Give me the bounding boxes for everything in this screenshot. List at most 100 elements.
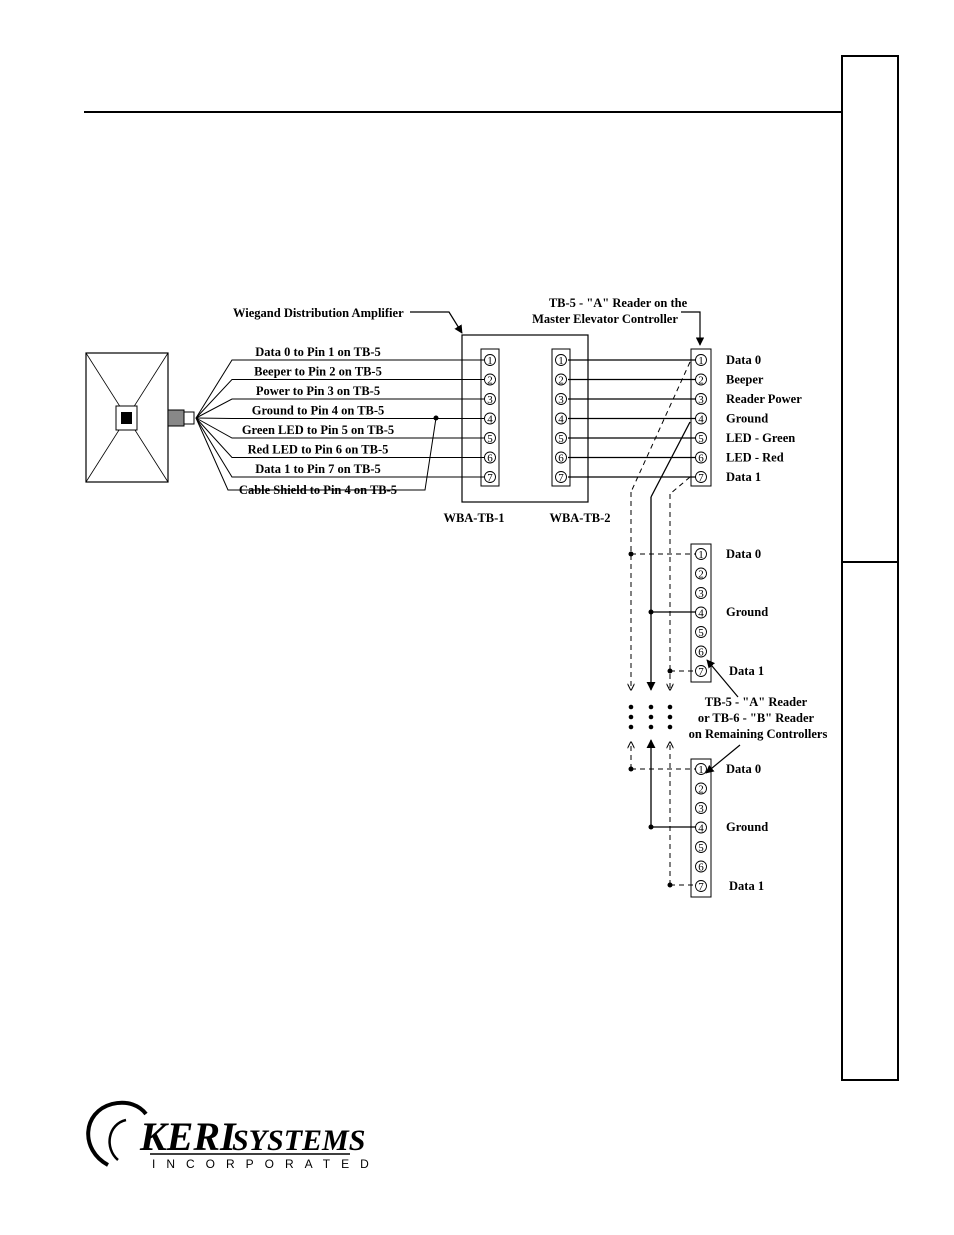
remote2-pin-ring xyxy=(695,880,707,892)
remote2-pin-ring xyxy=(695,802,707,814)
tb1-pin: 5 xyxy=(487,433,493,445)
master-pin-label: Data 0 xyxy=(726,353,761,367)
remote-pin-label-data1: Data 1 xyxy=(729,879,764,893)
logo-subtitle: INCORPORATED xyxy=(152,1157,380,1171)
master-pin: 6 xyxy=(698,453,704,465)
remaining-label-line1: TB-5 - "A" Reader xyxy=(705,695,808,709)
tb2-pin-ring xyxy=(555,471,567,483)
data1-trunk xyxy=(668,476,697,888)
logo-brand-systems: SYSTEMS xyxy=(232,1124,365,1157)
cable-wire xyxy=(195,398,484,419)
tb1-pin: 4 xyxy=(487,414,493,426)
cable-wire xyxy=(195,379,484,419)
remaining-label-line2: or TB-6 - "B" Reader xyxy=(698,711,815,725)
master-pin-label: Beeper xyxy=(726,373,764,387)
master-pin-ring xyxy=(695,432,707,444)
keri-systems-logo: KERI SYSTEMS INCORPORATED xyxy=(86,1100,380,1171)
logo-inner-swoosh-icon xyxy=(108,1118,127,1161)
master-pin-ring xyxy=(695,373,707,386)
cable-wire xyxy=(195,417,484,478)
remote-pin-label-data0: Data 0 xyxy=(726,547,761,561)
remote2-pin: 4 xyxy=(698,823,704,835)
remote2-pin-ring xyxy=(695,821,707,834)
ground-trunk xyxy=(646,421,697,830)
master-pin-ring xyxy=(695,451,707,464)
cable-label: Power to Pin 3 on TB-5 xyxy=(256,384,380,398)
master-pin-ring xyxy=(695,393,707,405)
logo-brand-keri: KERI xyxy=(139,1114,237,1159)
remote1-pin-ring xyxy=(695,567,707,580)
cable-label: Cable Shield to Pin 4 on TB-5 xyxy=(239,483,397,497)
tb1-pin-ring xyxy=(484,471,496,483)
remote1-pin-ring xyxy=(695,606,707,619)
remote2-pin-ring xyxy=(695,841,707,853)
remote2-pin: 2 xyxy=(698,784,704,796)
tb1-pin-ring xyxy=(484,393,496,405)
cable-wire xyxy=(195,417,484,419)
tb1-pin: 7 xyxy=(487,472,493,484)
remote1-pin-ring xyxy=(695,665,707,677)
master-pin: 3 xyxy=(698,394,704,406)
master-terminal-block xyxy=(690,348,712,487)
remote1-pin-ring xyxy=(695,548,707,560)
shield-junction xyxy=(433,415,439,421)
cable-label: Data 1 to Pin 7 on TB-5 xyxy=(255,462,380,476)
tb2-pin-ring xyxy=(555,393,567,405)
remote2-pin: 3 xyxy=(698,803,704,815)
cable-label: Green LED to Pin 5 on TB-5 xyxy=(242,423,394,437)
tb1-label: WBA-TB-1 xyxy=(443,511,504,525)
master-pin-label: Data 1 xyxy=(726,470,761,484)
tb2-pin: 7 xyxy=(558,472,564,484)
master-callout-arrow xyxy=(681,311,705,346)
cable-label: Data 0 to Pin 1 on TB-5 xyxy=(255,345,380,359)
remote1-pin: 1 xyxy=(698,549,704,561)
amplifier-callout-arrow xyxy=(410,311,463,334)
remote2-pin-ring xyxy=(695,860,707,873)
tb2-pin: 4 xyxy=(558,414,564,426)
remote2-pin-ring xyxy=(695,782,707,795)
master-pin-label: LED - Red xyxy=(726,451,784,465)
amplifier-label: Wiegand Distribution Amplifier xyxy=(233,306,404,320)
master-pin-label: Reader Power xyxy=(726,392,802,406)
tb2-pin-ring xyxy=(555,354,567,366)
remote-terminal-block-1 xyxy=(690,543,712,683)
tb2-pin: 2 xyxy=(558,375,564,387)
tb2-label: WBA-TB-2 xyxy=(549,511,610,525)
remote-terminal-block-2 xyxy=(690,758,712,898)
remote1-pin-ring xyxy=(695,626,707,638)
master-pin: 7 xyxy=(698,472,704,484)
remaining-label-line3: on Remaining Controllers xyxy=(689,727,828,741)
tb1-pin-ring xyxy=(484,451,496,464)
continuation-dots xyxy=(628,704,673,730)
master-pin: 1 xyxy=(698,355,704,367)
cable-wire xyxy=(195,417,484,458)
master-pin-label: LED - Green xyxy=(726,431,795,445)
master-pin-ring xyxy=(695,354,707,366)
tb1-pin: 1 xyxy=(487,355,493,367)
logo-swoosh-icon xyxy=(86,1100,148,1167)
remote2-pin: 7 xyxy=(698,881,704,893)
remote1-pin: 6 xyxy=(698,647,704,659)
remaining-callout-arrow-1 xyxy=(706,659,739,698)
master-pin: 5 xyxy=(698,433,704,445)
master-pin: 4 xyxy=(698,414,704,426)
remote1-pin: 3 xyxy=(698,588,704,600)
data0-trunk xyxy=(629,361,697,772)
tb2-pin-ring xyxy=(555,432,567,444)
tb2-terminal-block xyxy=(551,348,571,487)
tb2-pin: 5 xyxy=(558,433,564,445)
master-pin: 2 xyxy=(698,375,704,387)
cable-shield-wire xyxy=(195,417,437,491)
cable-wire xyxy=(195,417,484,439)
cable-label: Beeper to Pin 2 on TB-5 xyxy=(254,365,382,379)
remote2-pin: 5 xyxy=(698,842,704,854)
cable-label: Ground to Pin 4 on TB-5 xyxy=(252,404,385,418)
remaining-callout-arrow-2 xyxy=(705,744,741,774)
tb2-pin: 1 xyxy=(558,355,564,367)
master-pin-label: Ground xyxy=(726,412,768,426)
tb1-pin: 6 xyxy=(487,453,493,465)
master-pin-ring xyxy=(695,412,707,425)
master-label-line1: TB-5 - "A" Reader on the xyxy=(549,296,688,310)
remote1-pin: 7 xyxy=(698,666,704,678)
